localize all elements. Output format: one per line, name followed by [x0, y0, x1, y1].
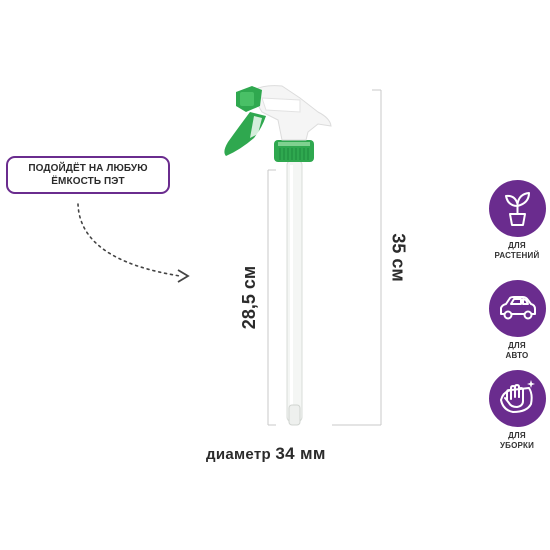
badge-caption: ДЛЯ АВТО: [486, 341, 548, 361]
badge-caption-line-2: АВТО: [505, 351, 529, 360]
dip-tube: [286, 159, 303, 426]
tube-length-label: 28,5 см: [239, 265, 260, 330]
badge-plants: ДЛЯ РАСТЕНИЙ: [486, 180, 548, 261]
sprayer-head: [224, 85, 332, 162]
badge-caption-line-1: ДЛЯ: [508, 241, 526, 250]
badge-circle: [488, 370, 546, 427]
badge-caption: ДЛЯ УБОРКИ: [486, 431, 548, 451]
pet-bottle-callout: ПОДОЙДЁТ НА ЛЮБУЮ ЁМКОСТЬ ПЭТ: [6, 156, 170, 194]
diameter-caption: диаметр 34 мм: [206, 444, 326, 464]
badge-caption-line-2: УБОРКИ: [499, 441, 535, 450]
cleaning-hand-icon: [499, 380, 535, 413]
diameter-label: диаметр: [206, 446, 271, 463]
badge-caption: ДЛЯ РАСТЕНИЙ: [486, 241, 548, 261]
total-height-dimension-lines: [332, 89, 382, 426]
badge-circle: [488, 280, 546, 337]
badge-caption-line-1: ДЛЯ: [508, 341, 526, 350]
dotted-arrow: [77, 203, 181, 277]
callout-line-2: ЁМКОСТЬ ПЭТ: [51, 176, 125, 187]
arrow-head-icon: [177, 269, 190, 283]
diameter-value: 34 мм: [275, 444, 326, 463]
total-height-label: 35 см: [388, 233, 409, 282]
badge-cleaning: ДЛЯ УБОРКИ: [486, 370, 548, 451]
car-icon: [499, 296, 536, 320]
callout-line-1: ПОДОЙДЁТ НА ЛЮБУЮ: [28, 163, 148, 174]
badge-caption-line-1: ДЛЯ: [508, 431, 526, 440]
badge-caption-line-2: РАСТЕНИЙ: [494, 251, 540, 260]
tube-length-dimension-lines: [267, 169, 276, 426]
badge-car: ДЛЯ АВТО: [486, 280, 548, 361]
plant-icon: [504, 192, 530, 226]
badge-circle: [488, 180, 546, 237]
